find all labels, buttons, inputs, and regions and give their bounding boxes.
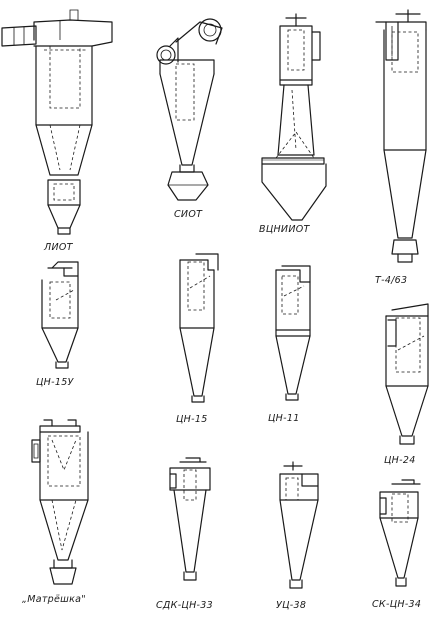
label-matreshka: „Матрёшка" bbox=[22, 594, 86, 605]
label-siot: СИОТ bbox=[174, 209, 203, 220]
cyclone-matreshka: „Матрёшка" bbox=[22, 419, 89, 605]
cyclone-tsn11: ЦН-11 bbox=[268, 265, 311, 424]
cyclone-sdk-tsn33: СДК-ЦН-33 bbox=[156, 457, 213, 611]
label-tsn11: ЦН-11 bbox=[268, 413, 300, 424]
cyclone-tsn15: ЦН-15 bbox=[176, 253, 219, 425]
label-sdk-tsn33: СДК-ЦН-33 bbox=[156, 600, 213, 611]
label-liot: ЛИОТ bbox=[43, 242, 74, 253]
cyclone-vtsniiot: ВЦНИИОТ bbox=[259, 13, 327, 235]
cyclone-t4-63: Т-4/63 bbox=[375, 9, 427, 286]
cyclone-uts38: УЦ-38 bbox=[276, 461, 319, 611]
cyclone-tsn24: ЦН-24 bbox=[384, 303, 429, 466]
label-vtsniiot: ВЦНИИОТ bbox=[259, 224, 311, 235]
cyclone-siot: СИОТ bbox=[156, 18, 223, 220]
label-uts38: УЦ-38 bbox=[276, 600, 306, 611]
label-tsn24: ЦН-24 bbox=[384, 455, 416, 466]
label-tsn15: ЦН-15 bbox=[176, 414, 208, 425]
cyclone-sk-tsn34: СК-ЦН-34 bbox=[372, 479, 421, 610]
label-t4-63: Т-4/63 bbox=[375, 275, 407, 286]
label-sk-tsn34: СК-ЦН-34 bbox=[372, 599, 421, 610]
cyclone-tsn15u: ЦН-15У bbox=[36, 261, 79, 388]
label-tsn15u: ЦН-15У bbox=[36, 377, 75, 388]
cyclone-liot: ЛИОТ bbox=[1, 9, 113, 253]
